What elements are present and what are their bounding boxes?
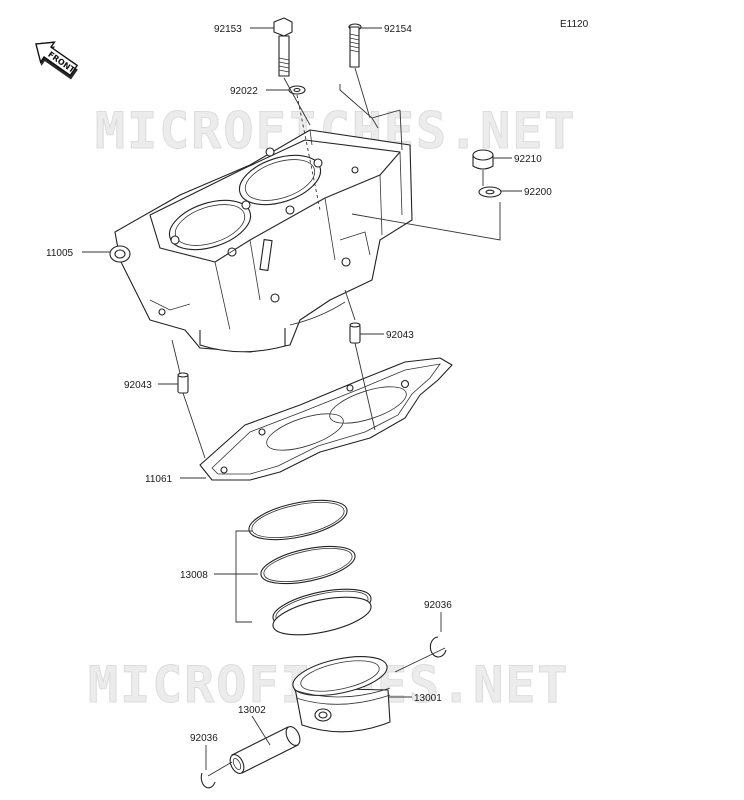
part-label-92036-lower: 92036 [190, 733, 218, 744]
watermark-top: MICROFICHES.NET [95, 102, 577, 160]
part-label-92022: 92022 [230, 86, 258, 97]
washer-92022 [288, 85, 306, 95]
dowel-pin-92043-left [177, 372, 189, 394]
part-label-92154: 92154 [384, 24, 412, 35]
part-label-92200: 92200 [524, 187, 552, 198]
diagram-code: E1120 [560, 19, 589, 30]
circlip-92036-lower [200, 772, 216, 789]
piston-13001 [292, 656, 391, 733]
washer-92200 [478, 186, 502, 198]
piston-rings-13008 [248, 499, 372, 636]
part-label-92043-right: 92043 [386, 330, 414, 341]
front-arrow-icon: FRONT [35, 41, 79, 80]
part-label-92210: 92210 [514, 154, 542, 165]
part-label-92153: 92153 [214, 24, 242, 35]
part-label-92036-upper: 92036 [424, 600, 452, 611]
part-label-13008: 13008 [180, 570, 208, 581]
part-label-11005: 11005 [46, 248, 74, 259]
part-label-92043-left: 92043 [124, 380, 152, 391]
part-label-11061: 11061 [145, 474, 173, 485]
part-label-13002: 13002 [238, 705, 266, 716]
circlip-92036-upper [429, 636, 447, 658]
collar-92210 [472, 149, 494, 170]
part-labels: 92153 92154 92022 92210 92200 11005 9204… [46, 24, 552, 744]
bolt-92154 [348, 23, 362, 68]
dowel-pin-92043-right [349, 322, 361, 344]
leader-lines [82, 27, 522, 777]
piston-pin-13002 [229, 726, 301, 774]
gasket-11061 [199, 357, 453, 481]
cylinder-block-11005 [109, 129, 413, 353]
part-label-13001: 13001 [414, 693, 442, 704]
bolt-92153 [273, 17, 293, 77]
